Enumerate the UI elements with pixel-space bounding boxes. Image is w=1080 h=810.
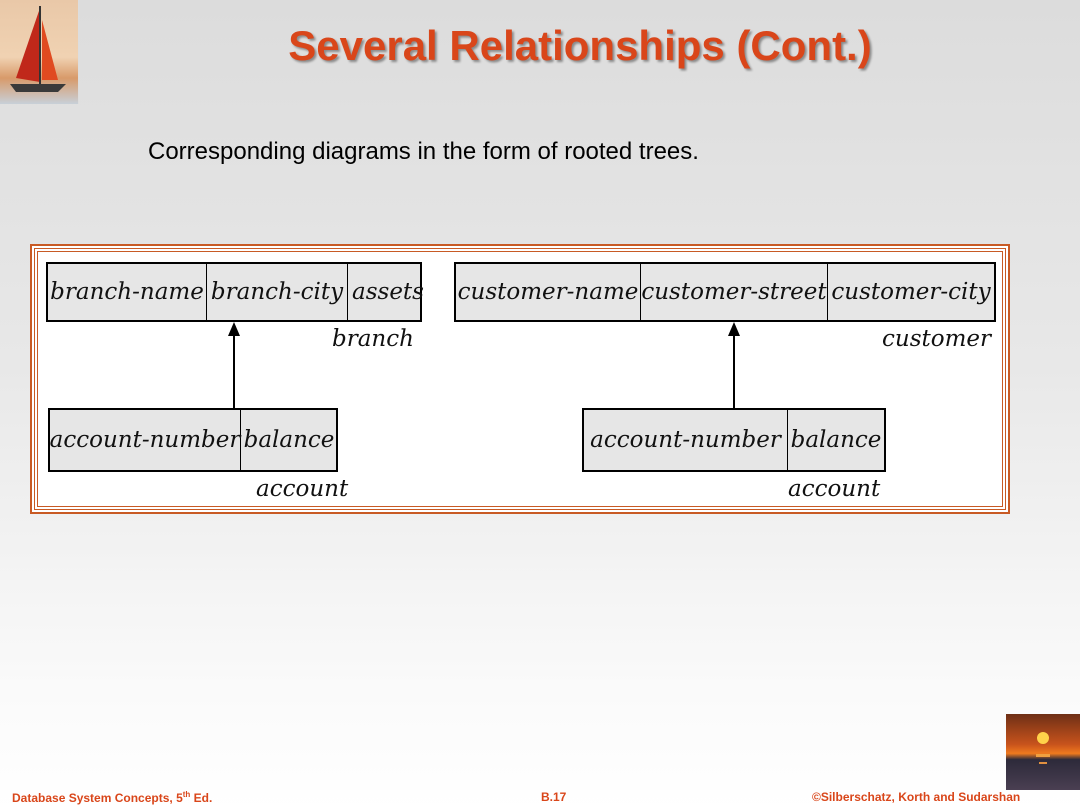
attr-balance: balance (243, 427, 335, 453)
relation-name-customer: customer (882, 326, 992, 352)
footer-edition-sup: th (182, 790, 191, 799)
footer-book-title: Database System Concepts, 5th Ed. (12, 790, 212, 805)
attr-customer-name: customer-name (456, 264, 641, 320)
relation-name-account-right: account (788, 476, 881, 502)
arrow-account-to-customer (733, 334, 735, 408)
arrow-account-to-branch (233, 334, 235, 408)
relation-name-branch: branch (332, 326, 414, 352)
sunset-logo (1006, 714, 1080, 790)
account-relation-box-left: account-number balance (48, 408, 338, 472)
footer-edition-suffix: Ed. (190, 791, 213, 805)
attr-branch-city: branch-city (207, 264, 348, 320)
rooted-tree-diagram: branch-name branch-city assets branch ac… (30, 244, 1010, 514)
attr-account-number: account-number (584, 410, 788, 470)
slide-subtitle: Corresponding diagrams in the form of ro… (148, 138, 699, 165)
attr-customer-city: customer-city (831, 279, 991, 305)
footer-page-number: B.17 (541, 790, 567, 804)
relation-name-account-left: account (256, 476, 349, 502)
attr-account-number: account-number (50, 410, 241, 470)
attr-assets: assets (352, 279, 424, 305)
sailboat-logo (0, 0, 79, 104)
attr-customer-street: customer-street (641, 264, 828, 320)
account-relation-box-right: account-number balance (582, 408, 886, 472)
branch-relation-box: branch-name branch-city assets (46, 262, 424, 322)
footer-copyright: ©Silberschatz, Korth and Sudarshan (812, 790, 1021, 804)
arrowhead-left (228, 322, 240, 336)
footer-book-title-text: Database System Concepts, 5 (12, 791, 183, 805)
arrowhead-right (728, 322, 740, 336)
attr-branch-name: branch-name (48, 264, 207, 320)
slide-title: Several Relationships (Cont.) (288, 22, 872, 69)
customer-relation-box: customer-name customer-street customer-c… (454, 262, 996, 322)
attr-balance: balance (790, 427, 882, 453)
